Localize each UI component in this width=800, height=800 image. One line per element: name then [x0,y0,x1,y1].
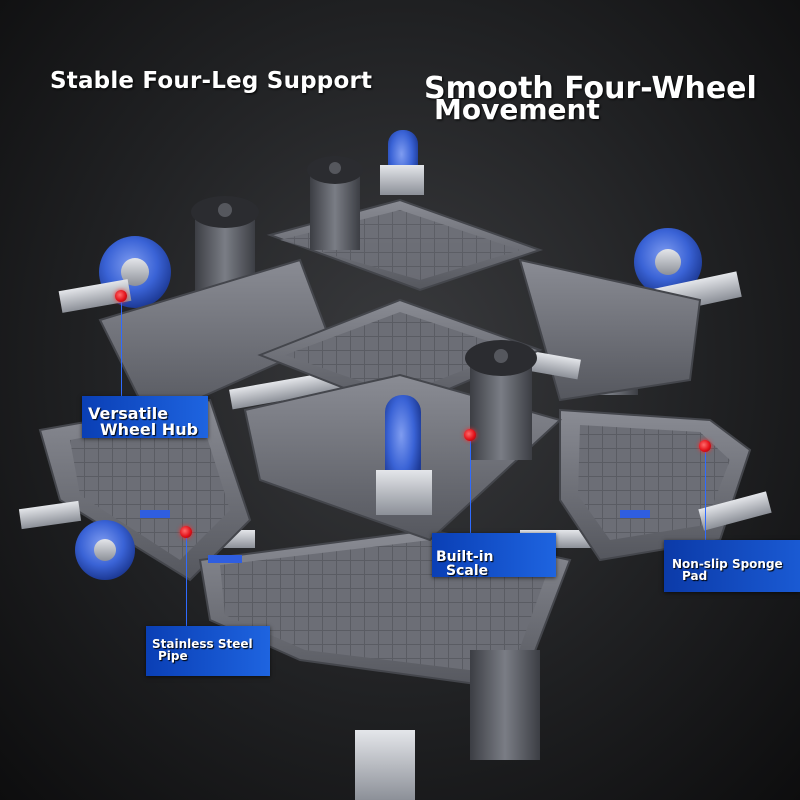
wheel-hub-marker [115,290,127,302]
scale-marker [464,429,476,441]
callout-pipe-line1: Stainless Steel [152,637,253,651]
headline-smooth-wheel-line1: Smooth Four-Wheel [424,71,757,106]
pipe-leader [186,532,187,628]
callout-pad-line2: Pad [682,569,708,583]
callout-wheel-hub: Versatile Wheel Hub [82,396,208,438]
callout-wheel-hub-line1: Versatile [88,404,169,423]
pad-leader [705,446,706,542]
callout-steel-pipe: Stainless Steel Pipe [146,626,270,676]
front-right-corner [559,408,752,562]
callout-wheel-hub-line2: Wheel Hub [100,420,199,439]
front-leg [355,650,540,800]
back-wheel [380,130,424,195]
front-left-corner [38,398,252,582]
pad-marker [699,440,711,452]
center-leg [465,340,537,460]
headline-smooth-wheel-line2: Movement [434,93,600,126]
callout-scale: Built-in Scale [432,533,556,579]
callout-sponge-pad: Non-slip Sponge Pad [664,540,800,592]
callout-pad-line1: Non-slip Sponge [672,557,783,571]
callout-scale-line2: Scale [446,563,489,579]
callout-pipe-line2: Pipe [158,649,188,663]
front-right-wheel [698,491,772,531]
left-wheel [58,236,171,313]
wheel-hub-leader [121,298,122,398]
back-leg [307,156,363,250]
callout-scale-line1: Built-in [436,549,494,565]
scale-leader [470,435,471,533]
pipe-marker [180,526,192,538]
front-left-wheel [18,500,135,580]
headline-stable-support: Stable Four-Leg Support [50,68,373,94]
